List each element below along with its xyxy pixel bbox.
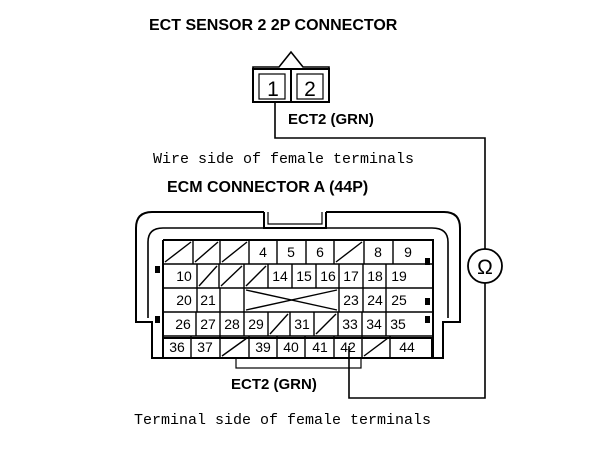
ecm-pin: 27 [200, 316, 216, 332]
ecm-pin: 8 [374, 244, 382, 260]
sensor-wire-label: ECT2 (GRN) [288, 111, 374, 128]
ecm-pin: 23 [343, 292, 359, 308]
ecm-pin: 40 [283, 339, 299, 355]
sensor-connector-title: ECT SENSOR 2 2P CONNECTOR [149, 17, 398, 34]
ecm-pin: 33 [342, 316, 358, 332]
sensor-pin-1: 1 [267, 78, 279, 101]
ecm-pin: 26 [175, 316, 191, 332]
ecm-connector-housing [135, 211, 461, 369]
ecm-pin: 25 [391, 292, 407, 308]
ecm-wire-label: ECT2 (GRN) [231, 376, 317, 393]
ecm-pin: 18 [367, 268, 383, 284]
ecm-pin: 21 [200, 292, 216, 308]
ohmmeter-symbol: Ω [477, 256, 493, 279]
ecm-pin: 31 [294, 316, 310, 332]
sensor-pin-2: 2 [304, 78, 316, 101]
wire-side-caption: Wire side of female terminals [153, 151, 414, 168]
ecm-connector-title: ECM CONNECTOR A (44P) [167, 179, 368, 196]
ecm-pin: 44 [399, 339, 415, 355]
ecm-pin: 39 [255, 339, 271, 355]
ecm-pin: 34 [366, 316, 382, 332]
ecm-pin: 5 [287, 244, 295, 260]
ecm-pin: 41 [312, 339, 328, 355]
ecm-pin: 35 [390, 316, 406, 332]
ecm-pin: 19 [391, 268, 407, 284]
ecm-pin: 29 [248, 316, 264, 332]
ecm-pin-42: 42 [340, 339, 356, 355]
ecm-pin: 10 [176, 268, 192, 284]
ecm-terminal-grid [162, 239, 434, 359]
ecm-pin: 24 [367, 292, 383, 308]
terminal-side-caption: Terminal side of female terminals [134, 412, 431, 429]
ecm-pin: 6 [316, 244, 324, 260]
ecm-pin: 14 [272, 268, 288, 284]
ecm-pin-labels: 4 5 6 8 9 10 14 15 16 17 18 19 20 21 23 … [169, 244, 415, 355]
ecm-pin: 16 [320, 268, 336, 284]
ecm-pin: 37 [197, 339, 213, 355]
ecm-pin: 17 [343, 268, 359, 284]
sensor-connector: 1 2 [252, 50, 330, 103]
ohmmeter: Ω [467, 248, 503, 284]
test-probe-wires [274, 102, 486, 399]
ecm-pin: 28 [224, 316, 240, 332]
ecm-pin: 4 [259, 244, 267, 260]
ecm-pin: 15 [296, 268, 312, 284]
ecm-pin: 9 [404, 244, 412, 260]
ecm-pin: 20 [176, 292, 192, 308]
ecm-pin: 36 [169, 339, 185, 355]
